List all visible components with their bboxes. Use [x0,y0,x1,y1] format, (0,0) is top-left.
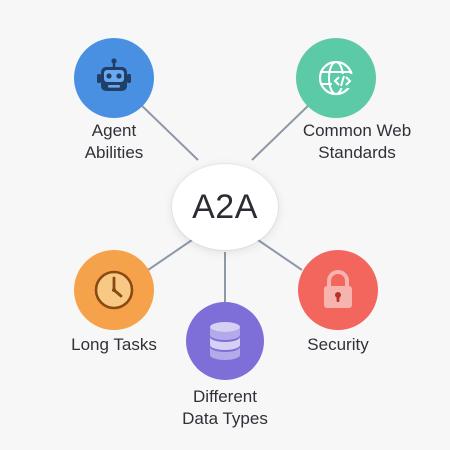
clock-icon [89,265,139,315]
connector-agent-abilities [137,101,199,161]
lock-icon [318,267,358,313]
center-hub-label: A2A [192,187,258,226]
connector-common-web-standards [251,101,313,161]
center-hub: A2A [172,164,278,250]
long-tasks-node [74,250,154,330]
database-icon [205,319,245,363]
different-data-types-label: Different Data Types [182,387,268,428]
security-node [298,250,378,330]
agent-abilities-node [74,38,154,118]
robot-icon [92,56,136,100]
globe-code-icon [313,55,359,101]
long-tasks-label: Long Tasks [71,335,157,354]
agent-abilities-label: Agent Abilities [84,121,144,162]
connector-long-tasks [147,239,193,271]
connector-security [257,239,303,271]
common-web-standards-label: Common Web Standards [302,121,412,162]
common-web-standards-node [296,38,376,118]
different-data-types-node [186,302,264,380]
security-label: Security [307,335,369,354]
